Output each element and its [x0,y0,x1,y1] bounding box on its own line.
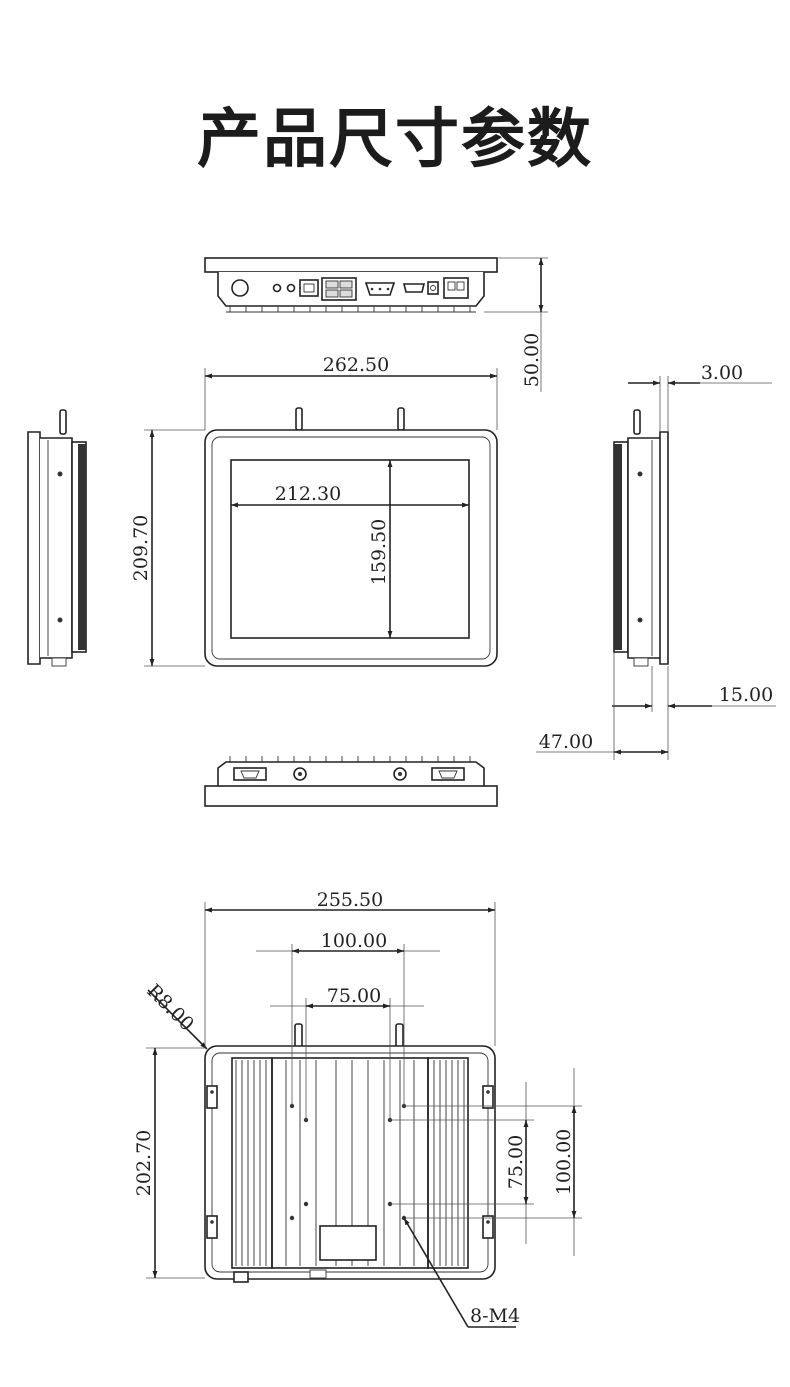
dimension-panel-depth: 15.00 [612,666,776,760]
dimension-back-height: 202.70 [133,1047,205,1279]
dimension-vesa-outer-v: 100.00 [404,1068,582,1256]
dimension-vesa-inner-v: 75.00 [390,1082,534,1244]
back-view [204,1023,496,1283]
dim-label-bezel: 3.00 [701,362,743,384]
dimension-mount-holes: 8-M4 [403,1217,520,1328]
dim-label-front-height: 209.70 [130,515,152,581]
antenna-connector-icon [293,767,407,781]
dim-label-back-width: 255.50 [317,889,383,911]
com-port-right-icon [431,767,465,781]
dimension-screen-height: 159.50 [368,460,393,638]
dimension-depth-50: 50.00 [484,257,548,392]
dim-label-screen-width: 212.30 [275,483,341,505]
dim-label-front-width: 262.50 [323,354,389,376]
usb-ports-icon [321,277,357,301]
page-title: 产品尺寸参数 [197,103,593,177]
vga-port-icon [364,282,396,296]
dimension-front-width: 262.50 [204,354,498,430]
dim-label-vesa-outer-h: 100.00 [321,930,387,952]
dim-label-total-depth: 47.00 [539,731,593,753]
audio-jack-icon [272,283,296,293]
dim-label-top-height: 50.00 [521,333,543,387]
dim-label-vesa-outer-v: 100.00 [553,1129,575,1195]
dc-power-icon [427,281,439,295]
terminal-block-icon [443,277,469,299]
right-side-view [613,409,669,667]
left-side-view [27,409,87,667]
dimension-corner-radius: R8.00 [142,980,208,1050]
dimension-vesa-inner-h: 75.00 [270,985,424,1120]
dim-label-radius: R8.00 [142,980,198,1036]
dim-label-vesa-inner-v: 75.00 [505,1135,527,1189]
dimension-total-depth: 47.00 [536,652,668,760]
dimension-screen-width: 212.30 [231,483,469,508]
ethernet-port-icon [299,279,319,297]
front-view [204,407,498,667]
power-button-icon [231,279,249,297]
dim-label-back-height: 202.70 [133,1130,155,1196]
com-port-left-icon [233,767,267,781]
dim-label-panel: 15.00 [719,684,773,706]
dim-label-mount-holes: 8-M4 [470,1305,520,1327]
dimension-bezel-thickness: 3.00 [628,362,772,432]
hdmi-port-icon [402,283,426,293]
dimension-vesa-outer-h: 100.00 [256,930,440,1106]
dim-label-vesa-inner-h: 75.00 [327,985,381,1007]
dim-label-screen-height: 159.50 [368,519,390,585]
top-view [204,257,498,313]
dimension-front-height: 209.70 [130,429,205,667]
bottom-view [204,756,498,807]
dimension-back-width: 255.50 [204,889,496,1046]
